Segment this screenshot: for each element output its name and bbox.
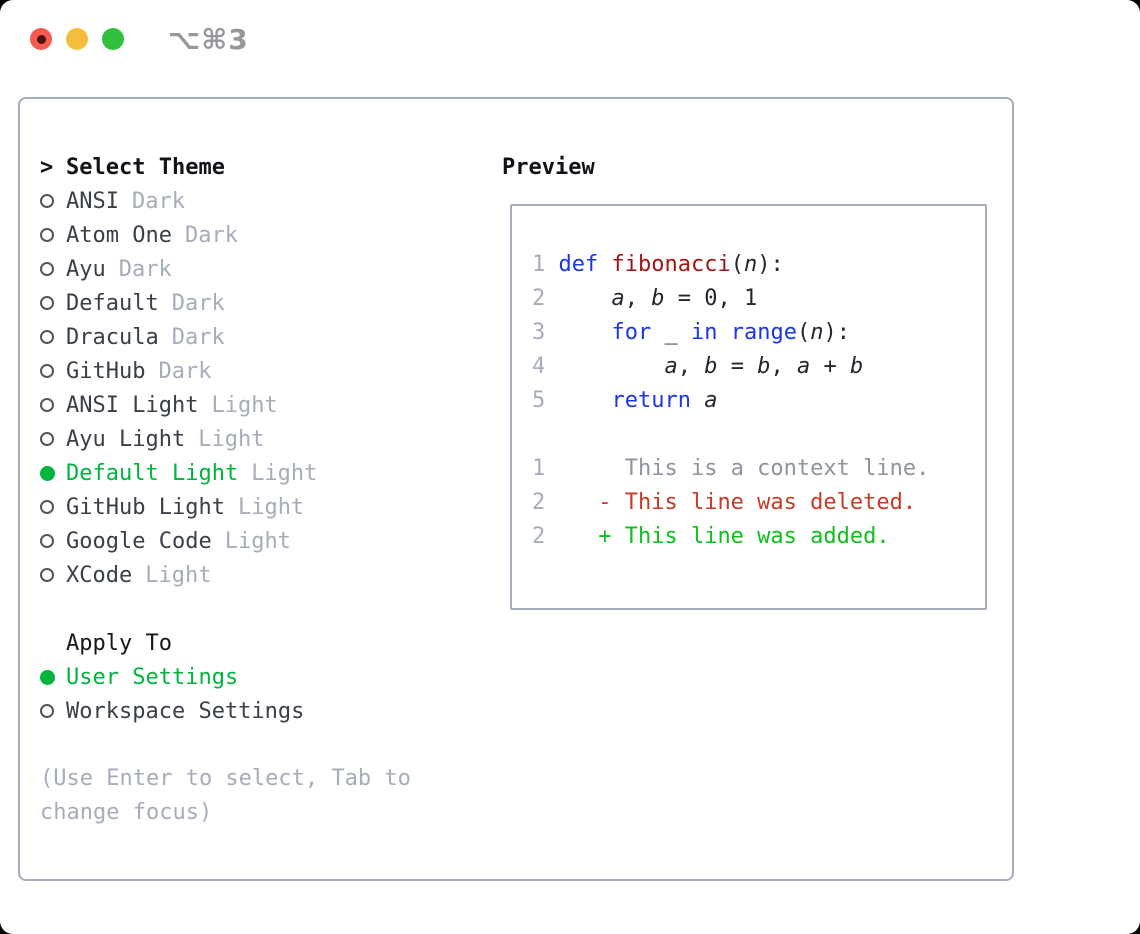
code-line: 2 - This line was deleted. [532,490,917,515]
code-line [532,422,985,456]
option-variant-label: Light [211,392,278,418]
cursor-icon: > [40,154,54,180]
preview-code: 1 def fibonacci(n): 2 a, b = 0, 1 3 for _ … [532,252,985,558]
option-variant-label: Light [237,494,305,520]
radio-unselected-icon [40,228,54,242]
radio-unselected-icon [40,398,54,412]
radio-unselected-icon [40,262,54,276]
preview-box: 1 def fibonacci(n): 2 a, b = 0, 1 3 for _ … [510,204,987,610]
option-variant-label: Dark [184,222,238,248]
code-line: 4 a, b = b, a + b [532,354,864,379]
option-variant-label: Light [224,528,291,554]
radio-unselected-icon [40,568,54,582]
theme-option[interactable]: GitHub Light Light [40,490,474,524]
theme-option[interactable]: Ayu Dark [40,252,474,286]
zoom-button[interactable] [102,28,124,50]
titlebar: ⌥⌘3 [0,0,1140,97]
option-variant-label: Light [251,460,318,486]
radio-unselected-icon [40,330,54,344]
select-theme-title: Select Theme [66,154,225,180]
radio-unselected-icon [40,194,54,208]
option-label: Google Code [66,528,212,554]
apply-to-title: Apply To [66,630,172,656]
theme-option[interactable]: ANSI Light Light [40,388,474,422]
minimize-button[interactable] [66,28,88,50]
window-title: ⌥⌘3 [168,23,249,56]
spacer [40,728,474,762]
radio-unselected-icon [40,296,54,310]
select-theme-header: > Select Theme [40,150,474,184]
theme-option[interactable]: XCode Light [40,558,474,592]
close-dot-icon [36,34,46,44]
option-label: GitHub Light [66,494,225,520]
option-label: Default Light [66,460,239,486]
code-line: 2 a, b = 0, 1 [532,286,758,311]
option-label: ANSI [66,188,119,214]
option-variant-label: Dark [118,256,172,282]
theme-option[interactable]: GitHub Dark [40,354,474,388]
code-line: 5 return a [532,388,718,413]
option-label: Atom One [66,222,172,248]
option-variant-label: Light [145,562,212,588]
option-variant-label: Dark [131,188,185,214]
option-variant-label: Light [198,426,265,452]
option-variant-label: Dark [171,290,225,316]
preview-column: Preview 1 def fibonacci(n): 2 a, b = 0, 1… [502,150,987,610]
radio-unselected-icon [40,364,54,378]
radio-unselected-icon [40,432,54,446]
preview-title: Preview [502,154,595,180]
option-variant-label: Dark [171,324,225,350]
close-button[interactable] [30,28,52,50]
option-label: Workspace Settings [66,698,305,724]
code-line: 1 def fibonacci(n): [532,252,784,277]
option-variant-label: Dark [158,358,212,384]
radio-selected-icon [40,465,55,481]
option-label: User Settings [66,664,239,690]
radio-unselected-icon [40,704,54,718]
option-label: Ayu [66,256,106,282]
apply-to-header: Apply To [40,626,474,660]
code-line: 1 This is a context line. [532,456,930,481]
theme-option[interactable]: Atom One Dark [40,218,474,252]
option-label: GitHub [66,358,146,384]
keyboard-hint: (Use Enter to select, Tab to change focu… [40,766,411,825]
option-label: Ayu Light [66,426,186,452]
apply-option[interactable]: Workspace Settings [40,694,474,728]
theme-option[interactable]: Ayu Light Light [40,422,474,456]
radio-unselected-icon [40,534,54,548]
theme-option[interactable]: Google Code Light [40,524,474,558]
theme-option[interactable]: Dracula Dark [40,320,474,354]
apply-option[interactable]: User Settings [40,660,474,694]
spacer [40,592,474,626]
code-line: 2 + This line was added. [532,524,890,549]
option-label: Default [66,290,159,316]
radio-selected-icon [40,669,55,685]
theme-option[interactable]: Default Dark [40,286,474,320]
radio-unselected-icon [40,500,54,514]
cursor-marker: > [40,155,66,180]
theme-option[interactable]: ANSI Dark [40,184,474,218]
option-label: ANSI Light [66,392,199,418]
option-label: XCode [66,562,133,588]
theme-option[interactable]: Default Light Light [40,456,474,490]
code-line: 3 for _ in range(n): [532,320,850,345]
option-label: Dracula [66,324,159,350]
